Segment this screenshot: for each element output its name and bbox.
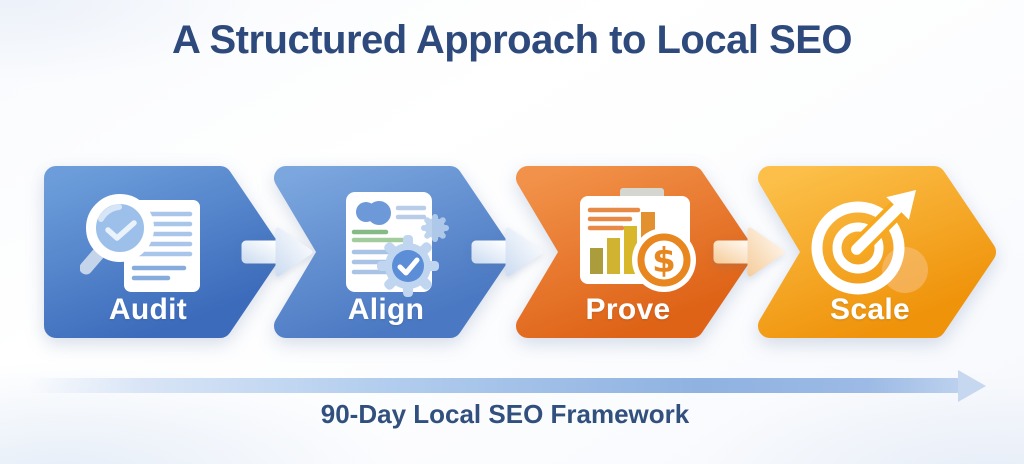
target-arrow-icon xyxy=(802,188,932,300)
step-label: Scale xyxy=(830,293,910,326)
bar-chart-dollar-icon: $ xyxy=(572,188,702,300)
step-label: Audit xyxy=(108,293,188,326)
timeline-bar xyxy=(28,378,960,393)
step-label: Align xyxy=(347,293,425,326)
connector-arrow-icon xyxy=(471,227,543,277)
step-audit: Audit xyxy=(40,164,288,340)
connector-arrow-icon xyxy=(713,227,785,277)
timeline-arrowhead-icon xyxy=(958,370,986,402)
page-title: A Structured Approach to Local SEO xyxy=(171,18,853,62)
timeline-caption: 90-Day Local SEO Framework xyxy=(320,399,690,429)
svg-text:$: $ xyxy=(652,241,676,281)
magnifier-document-icon xyxy=(79,188,210,300)
step-prove: $ Prove xyxy=(512,164,760,340)
step-align: Align xyxy=(270,164,518,340)
step-scale: Scale xyxy=(754,164,1002,340)
document-gear-check-icon xyxy=(324,188,454,300)
connector-arrow-icon xyxy=(241,227,313,277)
step-label: Prove xyxy=(585,293,671,326)
